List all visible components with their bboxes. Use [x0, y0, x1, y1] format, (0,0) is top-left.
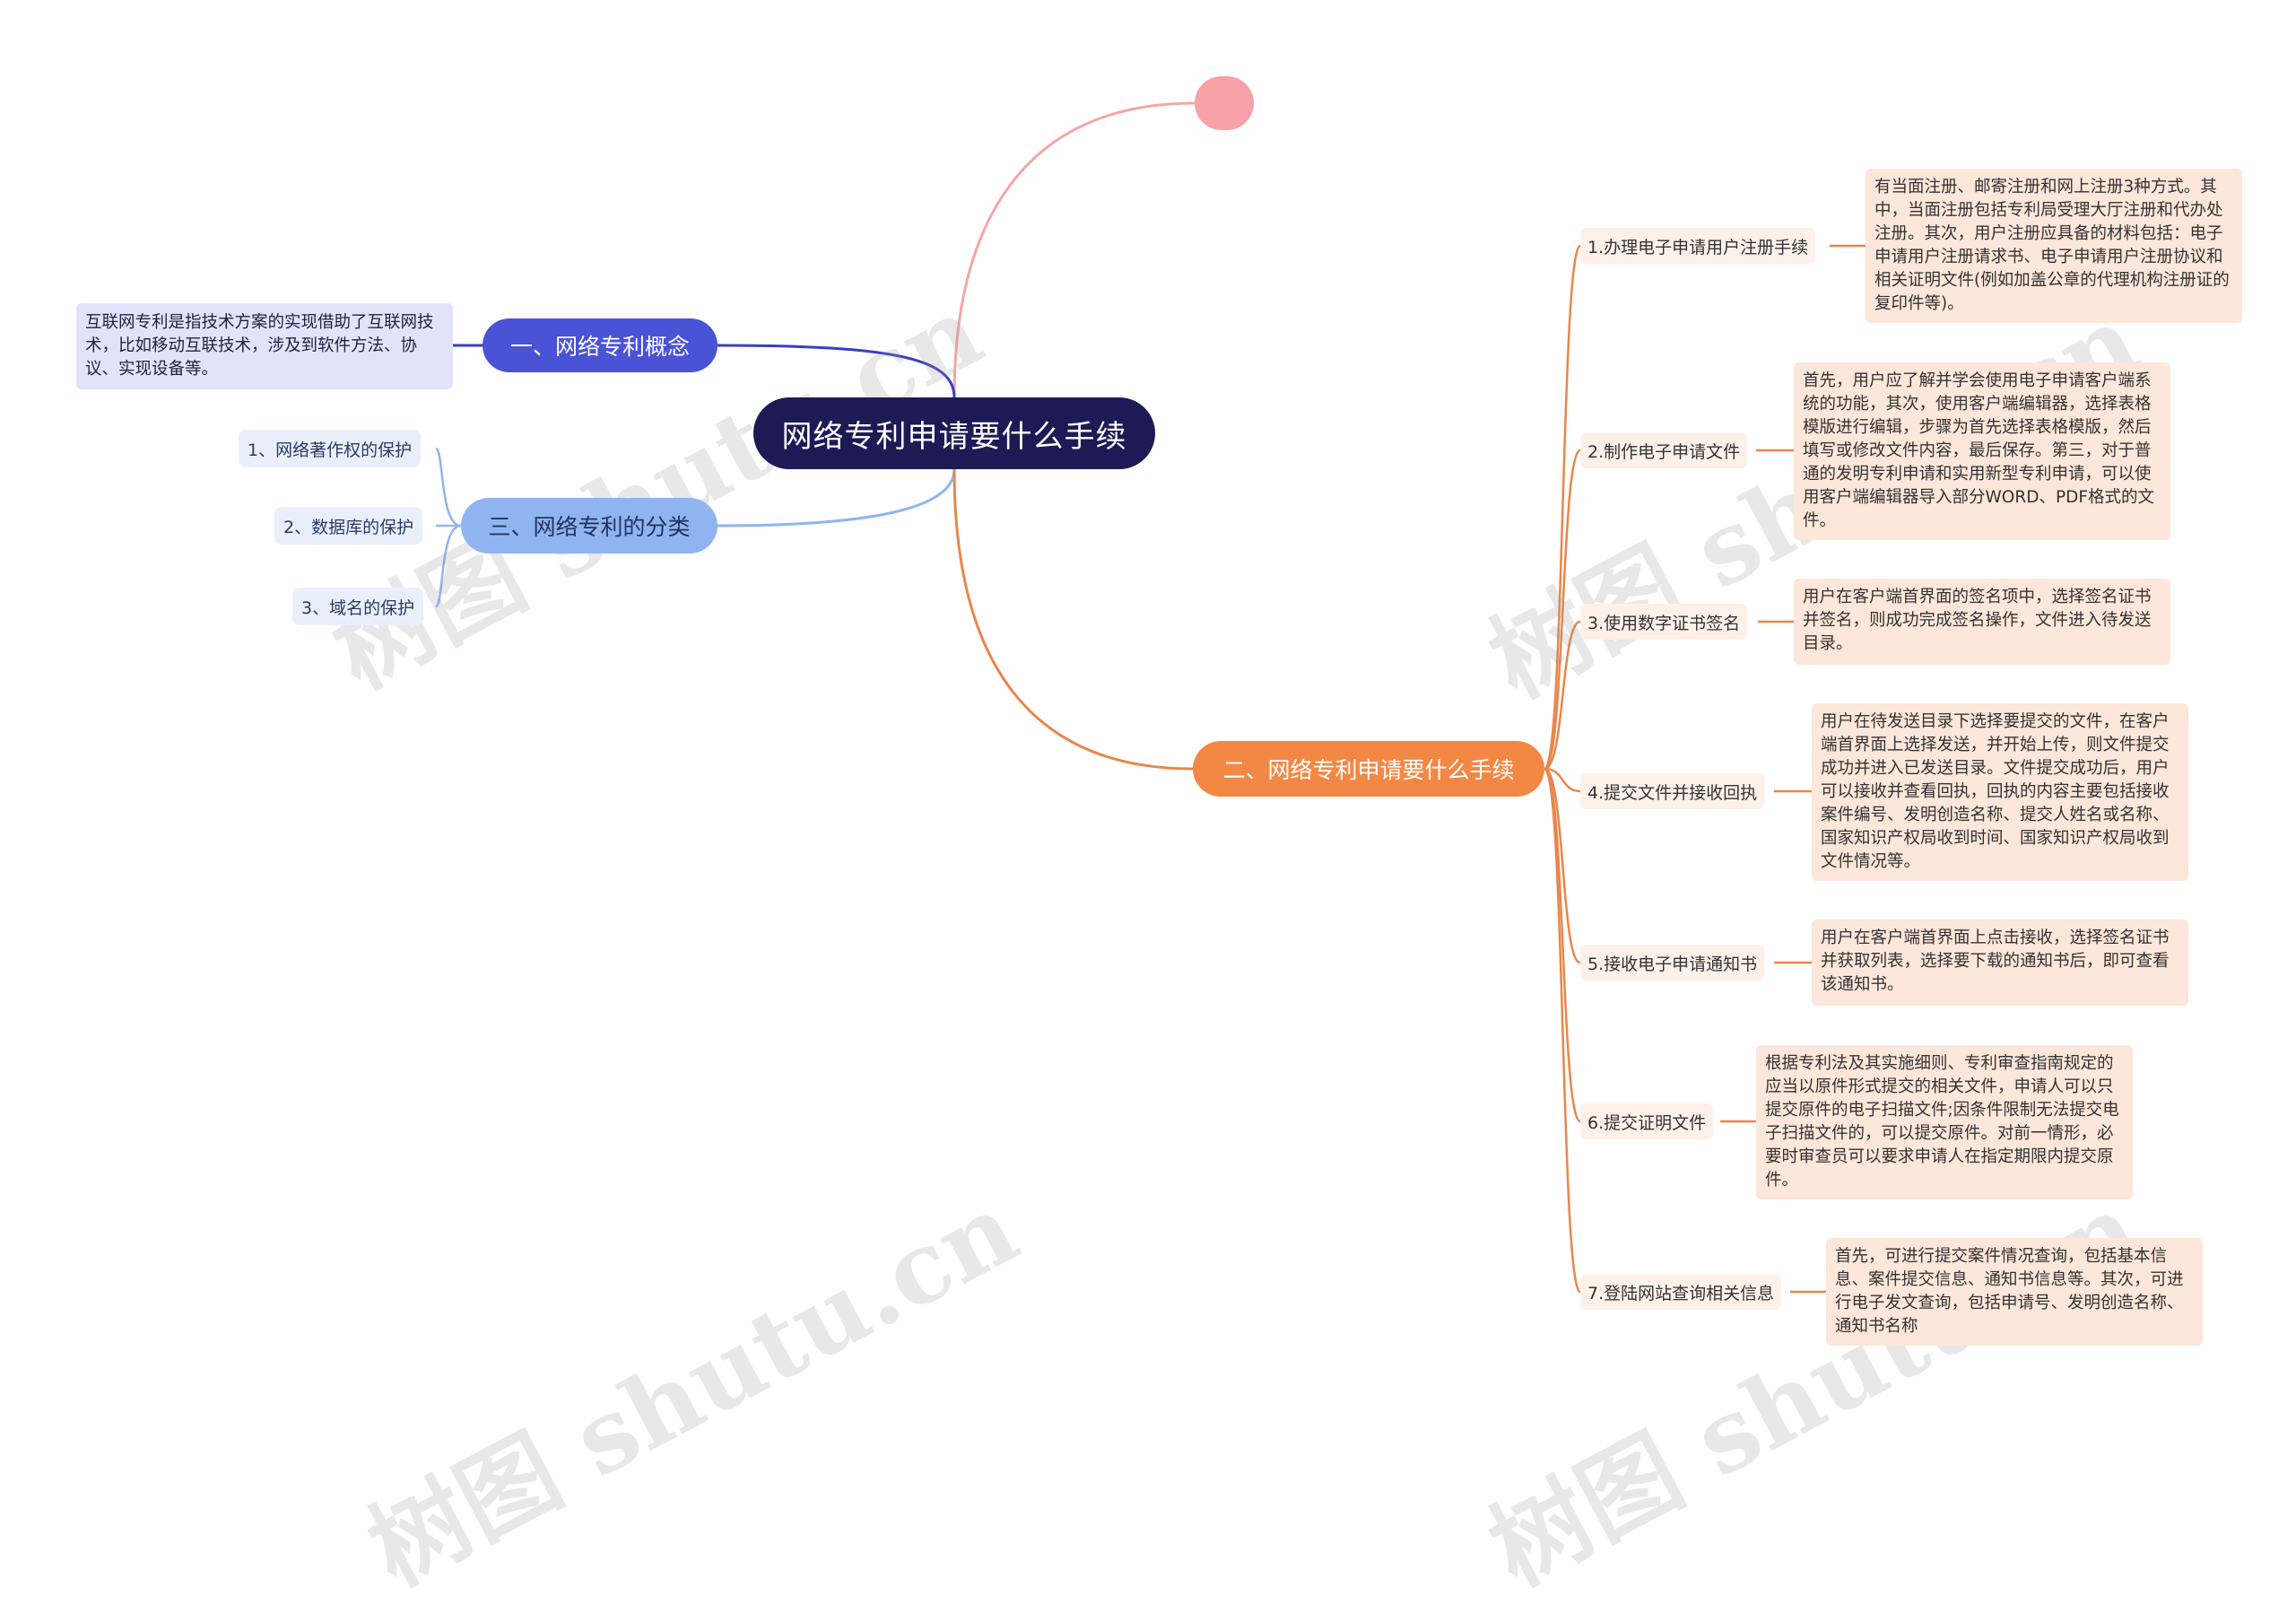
step-7-detail[interactable]: 首先，可进行提交案件情况查询，包括基本信息、案件提交信息、通知书信息等。其次，可…: [1826, 1238, 2203, 1346]
link-step-3: [1544, 620, 1581, 771]
branch-procedures[interactable]: 二、网络专利申请要什么手续: [1193, 741, 1544, 797]
link-center-branch2: [952, 468, 1194, 771]
classification-item-1[interactable]: 1、网络著作权的保护: [239, 430, 422, 467]
mindmap-canvas: 树图 shutu.cn 树图 shutu.cn 树图 shutu.cn 树图 s…: [76, 76, 2242, 1608]
step-5-title[interactable]: 5.接收电子申请通知书: [1580, 945, 1765, 981]
step-3-detail[interactable]: 用户在客户端首界面的签名项中，选择签名证书并签名，则成功完成签名操作，文件进入待…: [1794, 579, 2170, 665]
step-6-detail[interactable]: 根据专利法及其实施细则、专利审查指南规定的应当以原件形式提交的相关文件，申请人可…: [1756, 1045, 2133, 1199]
connector-lines: [434, 101, 1866, 1294]
branch-classification[interactable]: 三、网络专利的分类: [461, 498, 718, 554]
link-branch3-item3: [434, 524, 462, 608]
empty-pink-node[interactable]: [1195, 76, 1254, 130]
branch-concept[interactable]: 一、网络专利概念: [483, 318, 718, 372]
link-center-branch3: [717, 468, 956, 527]
step-7-title[interactable]: 7.登陆网站查询相关信息: [1580, 1274, 1782, 1310]
classification-item-3[interactable]: 3、域名的保护: [292, 588, 424, 625]
step-4-detail[interactable]: 用户在待发送目录下选择要提交的文件，在客户端首界面上选择发送，并开始上传，则文件…: [1812, 703, 2188, 881]
link-step-1: [1543, 244, 1582, 771]
central-topic[interactable]: 网络专利申请要什么手续: [753, 397, 1155, 469]
step-5-detail[interactable]: 用户在客户端首界面上点击接收，选择签名证书并获取列表，选择要下载的通知书后，即可…: [1812, 920, 2188, 1006]
link-step-5: [1544, 767, 1581, 964]
link-step-7: [1543, 767, 1582, 1294]
link-step-6: [1543, 767, 1582, 1123]
classification-item-2[interactable]: 2、数据库的保护: [274, 507, 423, 545]
step-3-title[interactable]: 3.使用数字证书签名: [1580, 604, 1748, 640]
step-2-title[interactable]: 2.制作电子申请文件: [1580, 432, 1748, 468]
step-2-detail[interactable]: 首先，用户应了解并学会使用电子申请客户端系统的功能，其次，使用客户端编辑器，选择…: [1794, 362, 2170, 540]
concept-description[interactable]: 互联网专利是指技术方案的实现借助了互联网技术，比如移动互联技术，涉及到软件方法、…: [76, 303, 453, 389]
step-4-title[interactable]: 4.提交文件并接收回执: [1580, 773, 1765, 809]
step-6-title[interactable]: 6.提交证明文件: [1580, 1103, 1714, 1139]
link-center-branch1: [717, 344, 956, 398]
link-center-pink: [952, 101, 1196, 398]
link-step-2: [1544, 449, 1582, 771]
link-step-4: [1544, 767, 1581, 793]
step-1-title[interactable]: 1.办理电子申请用户注册手续: [1580, 228, 1816, 264]
link-branch3-item1: [434, 447, 462, 527]
step-1-detail[interactable]: 有当面注册、邮寄注册和网上注册3种方式。其中，当面注册包括专利局受理大厅注册和代…: [1866, 169, 2242, 323]
